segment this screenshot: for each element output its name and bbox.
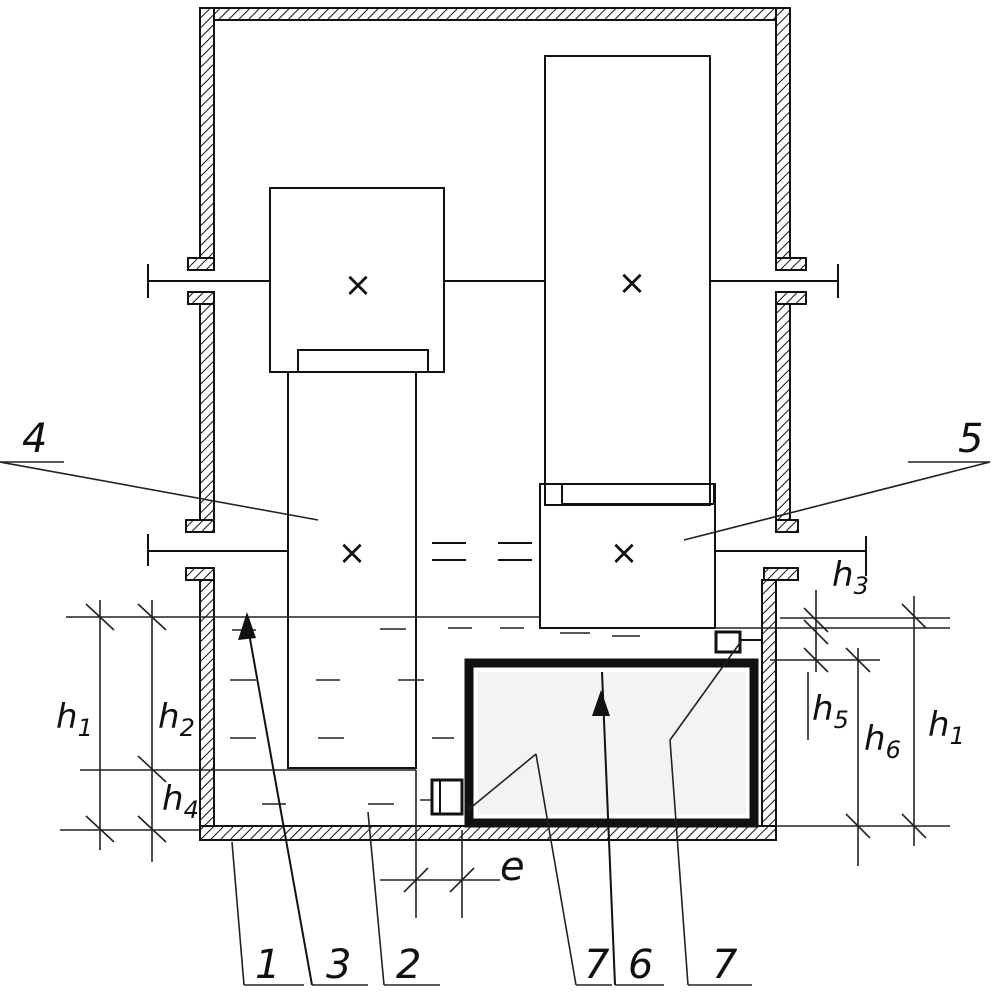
upper-right-gear-hub — [562, 484, 714, 504]
label-h4: h4 — [162, 779, 199, 824]
label-part-2: 2 — [396, 942, 421, 988]
left-bearing-flange-2a — [186, 520, 214, 532]
leader-1 — [232, 842, 244, 985]
leader-5 — [684, 462, 990, 540]
housing-left-wall-middle — [200, 304, 214, 530]
gear-center-mark: × — [618, 263, 647, 303]
label-h2: h2 — [158, 697, 195, 742]
right-bearing-flange-1b — [776, 292, 806, 304]
label-h6: h6 — [864, 719, 901, 764]
label-h1-left: h1 — [56, 697, 93, 742]
label-part-3: 3 — [326, 942, 351, 988]
label-part-7a: 7 — [584, 942, 610, 988]
left-bearing-flange-1b — [188, 292, 214, 304]
housing-right-wall-upper — [776, 8, 790, 268]
upper-left-gear-hub — [298, 350, 428, 372]
gear-center-mark: × — [338, 533, 367, 573]
shafts — [148, 264, 866, 576]
left-bearing-flange-1a — [188, 258, 214, 270]
label-part-5: 5 — [958, 416, 983, 462]
label-part-6: 6 — [628, 942, 653, 988]
right-bearing-flange-2b — [764, 568, 798, 580]
housing-right-wall-lower — [762, 580, 776, 826]
gear-center-mark: × — [610, 533, 639, 573]
right-bearing-flange-1a — [776, 258, 806, 270]
gear-center-mark: × — [344, 265, 373, 305]
tank-6-interior — [478, 672, 746, 814]
housing-top-wall — [214, 8, 776, 20]
leader-4 — [0, 462, 318, 520]
insert-tank — [432, 632, 762, 823]
label-e: e — [500, 844, 525, 890]
housing-right-wall-middle — [776, 304, 790, 530]
valve-7-side — [432, 780, 462, 814]
right-bearing-flange-2a — [776, 520, 798, 532]
label-h3: h3 — [832, 555, 869, 600]
left-bearing-flange-2b — [186, 568, 214, 580]
label-h5: h5 — [812, 689, 849, 734]
label-h1-right: h1 — [928, 705, 965, 750]
label-part-4: 4 — [22, 416, 47, 462]
arrow-3-shaft — [247, 622, 312, 985]
housing-left-wall-upper — [200, 8, 214, 268]
label-part-1: 1 — [255, 942, 280, 988]
label-part-7b: 7 — [712, 942, 738, 988]
